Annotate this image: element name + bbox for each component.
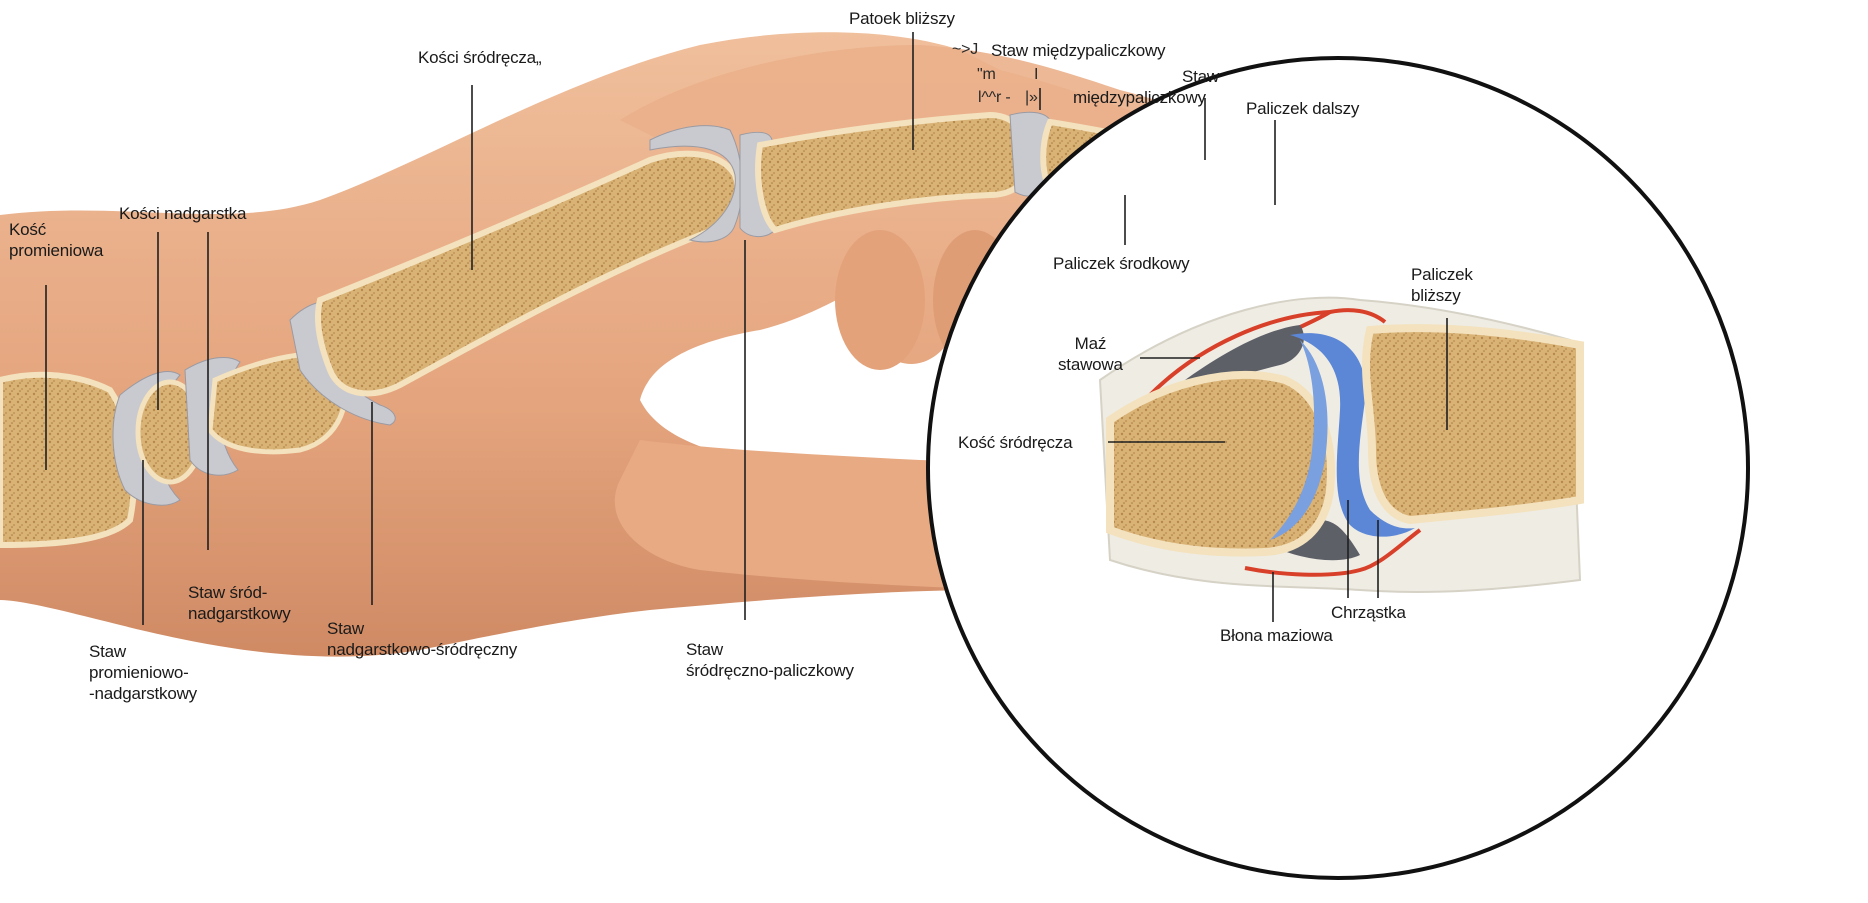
label-ocr-m: "m	[977, 64, 996, 85]
label-radiocarpal-joint-line-1: Staw	[89, 641, 197, 662]
label-synovial-fluid: Maź stawowa	[1058, 333, 1123, 375]
label-radiocarpal-joint-line-2: promieniowo-	[89, 662, 197, 683]
metacarpal-head	[1110, 375, 1331, 553]
label-synovial-membrane: Błona maziowa	[1220, 625, 1333, 646]
label-middle-phalanx: Paliczek środkowy	[1053, 253, 1189, 274]
joint-inset	[928, 58, 1748, 878]
label-proximal-phalanx-inset-line-2: bliższy	[1411, 285, 1473, 306]
label-mcp-joint: Staw śródręczno-paliczkowy	[686, 639, 854, 681]
label-proximal-phalanx-top: Patoek bliższy	[849, 8, 955, 29]
label-synovial-fluid-line-1: Maź	[1058, 333, 1123, 354]
label-ocr-pipe: I	[1034, 64, 1038, 85]
label-radiocarpal-joint-line-3: -nadgarstkowy	[89, 683, 197, 704]
label-proximal-phalanx-inset-line-1: Paliczek	[1411, 264, 1473, 285]
label-metacarpals: Kości śródręcza„	[418, 47, 541, 68]
label-midcarpal-joint-line-2: nadgarstkowy	[188, 603, 291, 624]
label-cartilage: Chrząstka	[1331, 602, 1406, 623]
label-distal-phalanx: Paliczek dalszy	[1246, 98, 1359, 119]
label-radius: Kość promieniowa	[9, 219, 103, 261]
label-radiocarpal-joint: Staw promieniowo- -nadgarstkowy	[89, 641, 197, 704]
radius-bone	[0, 375, 134, 545]
label-carpals: Kości nadgarstka	[119, 203, 246, 224]
label-cmc-joint-line-1: Staw	[327, 618, 517, 639]
label-ocr-prefix: ~>J	[952, 39, 978, 60]
label-cmc-joint: Staw nadgarstkowo-śródręczny	[327, 618, 517, 660]
label-radius-line-1: Kość	[9, 219, 103, 240]
label-metacarpal-inset: Kość śródręcza	[958, 432, 1072, 453]
label-cmc-joint-line-2: nadgarstkowo-śródręczny	[327, 639, 517, 660]
label-radius-line-2: promieniowa	[9, 240, 103, 261]
label-ocr-r2: |»	[1025, 87, 1038, 108]
label-ip-joint-right: Staw	[1182, 66, 1219, 87]
label-ip-joint-mid: międzypaliczkowy	[1073, 87, 1206, 108]
label-proximal-phalanx-inset: Paliczek bliższy	[1411, 264, 1473, 306]
label-midcarpal-joint: Staw śród- nadgarstkowy	[188, 582, 291, 624]
label-ip-joint-top: Staw międzypaliczkowy	[991, 40, 1165, 61]
label-mcp-joint-line-2: śródręczno-paliczkowy	[686, 660, 854, 681]
label-ocr-r: l^^r -	[978, 87, 1010, 108]
label-mcp-joint-line-1: Staw	[686, 639, 854, 660]
proximal-phalanx-base	[1366, 328, 1580, 520]
label-synovial-fluid-line-2: stawowa	[1058, 354, 1123, 375]
label-midcarpal-joint-line-1: Staw śród-	[188, 582, 291, 603]
